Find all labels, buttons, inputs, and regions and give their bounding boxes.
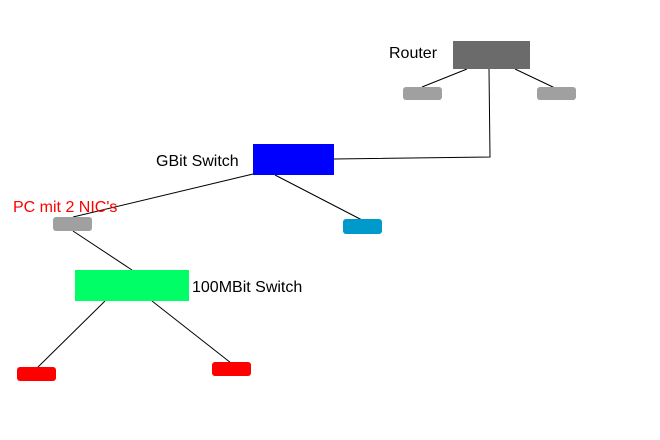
router-client-right xyxy=(537,87,576,100)
pc-box xyxy=(53,217,92,231)
link-mbit-switch-client-left xyxy=(36,300,106,369)
pc-label: PC mit 2 NIC's xyxy=(13,199,117,216)
link-router-gbit-switch xyxy=(333,68,491,160)
connections xyxy=(36,68,556,369)
router-label: Router xyxy=(389,45,438,62)
mbit-switch-client-left xyxy=(17,367,56,381)
link-router-client-right xyxy=(514,68,556,89)
gbit-switch-box xyxy=(253,144,334,175)
mbit-switch-client-right xyxy=(212,362,251,376)
gbit-switch-label: GBit Switch xyxy=(156,153,239,170)
link-mbit-switch-client-right xyxy=(151,300,232,364)
link-gbit-switch-pc xyxy=(72,173,254,218)
link-gbit-switch-client xyxy=(274,174,363,221)
router-client-left xyxy=(403,87,442,100)
mbit-switch-box xyxy=(75,270,189,301)
link-pc-mbit-switch xyxy=(72,230,133,271)
gbit-switch-client xyxy=(343,219,382,234)
router-box xyxy=(453,41,530,69)
mbit-switch-label: 100MBit Switch xyxy=(192,279,302,296)
link-router-client-left xyxy=(421,68,468,88)
